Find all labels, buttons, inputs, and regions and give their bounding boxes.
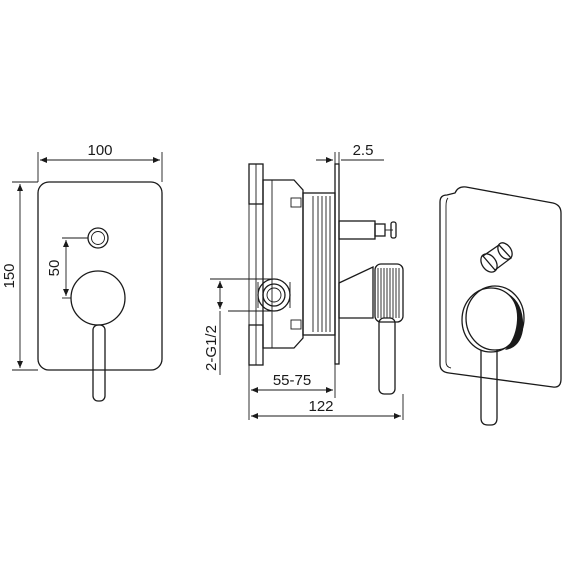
handle-offset-dimension: 50 xyxy=(46,237,88,299)
connection-label: 2-G1/2 xyxy=(203,325,220,371)
side-mixer-handle xyxy=(338,263,404,395)
perspective-mixer-handle xyxy=(461,285,525,426)
overall-depth-dimension: 122 xyxy=(251,394,404,420)
front-view: 100 150 50 xyxy=(1,142,163,402)
sleeve-threads xyxy=(312,196,331,332)
inlet-connection-mid xyxy=(262,283,286,307)
handle-offset-label: 50 xyxy=(46,260,63,277)
side-wall-plate xyxy=(334,163,340,365)
side-diverter-spindle xyxy=(338,220,397,240)
install-depth-label: 55-75 xyxy=(273,372,311,389)
height-dimension: 150 xyxy=(1,181,38,371)
side-lever xyxy=(378,317,396,395)
perspective-diverter-knob xyxy=(480,242,513,273)
side-view: 2.5 2-G1/2 55-75 122 xyxy=(203,142,404,420)
diverter-button-inner xyxy=(91,231,105,245)
plate-offset-dimension: 2.5 xyxy=(316,142,384,176)
plate-offset-label: 2.5 xyxy=(353,142,374,159)
perspective-cover-plate xyxy=(439,186,562,388)
width-dimension: 100 xyxy=(37,142,163,182)
width-dimension-label: 100 xyxy=(87,142,112,159)
perspective-view xyxy=(439,186,562,426)
diverter-button xyxy=(87,227,109,249)
body-tab-top xyxy=(290,197,302,208)
inlet-connection-inner xyxy=(266,287,282,303)
overall-depth-label: 122 xyxy=(308,398,333,415)
knurl-pattern xyxy=(377,268,400,318)
connection-dimension: 2-G1/2 xyxy=(203,278,274,375)
height-dimension-label: 150 xyxy=(1,263,18,288)
front-cover-plate xyxy=(37,181,163,371)
valve-body xyxy=(262,179,304,349)
knurled-collar xyxy=(374,263,404,323)
mixer-lever xyxy=(92,324,106,402)
mixer-handle-base xyxy=(70,270,126,326)
body-tab-bottom xyxy=(290,319,302,330)
install-depth-dimension: 55-75 xyxy=(248,364,336,420)
